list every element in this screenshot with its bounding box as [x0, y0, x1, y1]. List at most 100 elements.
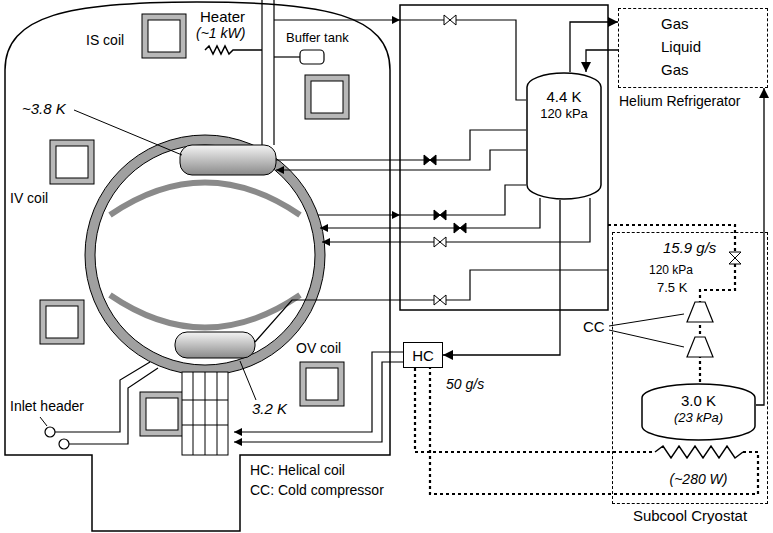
cold-compressor: [687, 302, 713, 357]
vacuum-vessel: [95, 145, 315, 365]
valve-symbol: [434, 295, 446, 305]
pipe: [318, 214, 400, 215]
pipe: [234, 20, 403, 442]
flow-line: [570, 22, 618, 72]
heater-label: Heater: [200, 8, 245, 25]
valve-box: [400, 130, 526, 160]
heater-power: (~1 kW): [196, 25, 245, 41]
pipe: [322, 241, 400, 242]
node-heading: (~280 W): [670, 471, 728, 487]
cold-compressor: [687, 337, 713, 357]
coil-label: IS coil: [86, 32, 124, 48]
temperature-label: ~3.8 K: [22, 100, 66, 117]
vessel-outline: [642, 384, 755, 440]
pipe: [320, 227, 400, 228]
subcool-piping: [415, 368, 655, 452]
flow-line: [586, 50, 618, 72]
support-structure: [182, 372, 228, 455]
coil-square: [305, 75, 349, 119]
inner-vessel: [180, 145, 276, 175]
vacuum-vessel: [85, 135, 325, 375]
heat-exchanger-coil: [655, 446, 743, 458]
header-label: Inlet header: [10, 398, 84, 414]
helical-coil-box: HC: [403, 342, 443, 368]
valve-box: [400, 20, 526, 100]
valve-symbol: [424, 155, 436, 165]
abbreviation-note: HC: Helical coil: [250, 462, 345, 478]
support-structure: [193, 372, 194, 455]
node-text: Gas: [661, 15, 689, 32]
vessel-outline: [527, 73, 601, 199]
flow-line: [756, 88, 764, 405]
node-text: 120 kPa: [540, 107, 588, 122]
temperature-label: 3.2 K: [252, 400, 287, 417]
chimney: [261, 0, 262, 145]
subcool-cryostat: 15.9 g/s120 kPa7.5 KSubcool Cryostat3.0 …: [612, 232, 768, 504]
coil-label: IV coil: [10, 190, 48, 206]
coil-square: [306, 368, 338, 400]
node-text: 3.0 K: [681, 392, 716, 409]
helium-vessel: 4.4 K 120 kPa: [526, 72, 602, 200]
cold-compressor: [687, 302, 713, 322]
inner-vessel: [175, 332, 255, 358]
heat-exchanger-coil: [655, 446, 743, 458]
valve-box: [400, 198, 590, 242]
inlet-header: [59, 439, 69, 449]
node-heading: Helium Refrigerator: [619, 93, 740, 109]
helical-shell: [110, 183, 300, 216]
coil-square: [50, 140, 94, 184]
support-structure: [182, 425, 228, 426]
flow-line: [443, 200, 560, 355]
node-text: 120 kPa: [649, 264, 693, 278]
leader-line: [40, 417, 47, 426]
vacuum-vessel: [85, 135, 325, 375]
pipe: [276, 159, 400, 160]
valve-box: [400, 150, 526, 170]
valve-symbol: [454, 223, 466, 233]
pipe: [234, 362, 403, 442]
support-structure: [217, 372, 218, 455]
coil-square: [140, 392, 184, 436]
coil-square: [300, 362, 344, 406]
buffer-tank: [274, 50, 324, 64]
node-text: 15.9 g/s: [663, 239, 716, 256]
coil-square: [146, 398, 178, 430]
valve-symbol: [729, 252, 741, 264]
vacuum-vessel: [90, 140, 320, 370]
chimney: [273, 0, 274, 145]
refrigerator-box: GasLiquidGasHelium Refrigerator: [618, 8, 768, 88]
support-structure: [205, 372, 206, 455]
helical-shell: [110, 183, 300, 328]
cryostat-outline: [5, 2, 390, 531]
valve-symbol: [424, 15, 741, 305]
node-text: Liquid: [661, 38, 701, 55]
node-heading: Subcool Cryostat: [633, 507, 747, 524]
coil-label: OV coil: [296, 340, 341, 356]
coil-square: [56, 146, 88, 178]
node-text: 7.5 K: [657, 281, 687, 296]
tank-label: Buffer tank: [286, 31, 349, 46]
node-text: 4.4 K: [546, 88, 581, 105]
buffer-tank: [274, 56, 300, 57]
valve-box: [400, 5, 608, 310]
pipe: [276, 169, 400, 170]
node-text: HC: [412, 347, 434, 364]
valve-box: [400, 198, 540, 228]
valve-symbol: [434, 237, 446, 247]
pipe: [234, 352, 403, 432]
coil-square: [311, 81, 343, 113]
inlet-header: [45, 427, 55, 437]
support-structure: [182, 400, 228, 401]
leader-line: [609, 330, 684, 347]
compressor-label: CC: [583, 318, 605, 335]
chimney: [205, 46, 262, 54]
coil-square: [46, 306, 78, 338]
valve-box: [400, 5, 608, 310]
coil-square: [148, 20, 180, 52]
cryostat-outline: [5, 2, 390, 531]
support-structure: [182, 372, 228, 455]
node-text: (23 kPa): [674, 411, 723, 426]
subcool-vessel: 3.0 K(23 kPa)(~280 W): [641, 383, 756, 441]
buffer-tank: [300, 50, 324, 64]
valve-box: [400, 185, 526, 215]
